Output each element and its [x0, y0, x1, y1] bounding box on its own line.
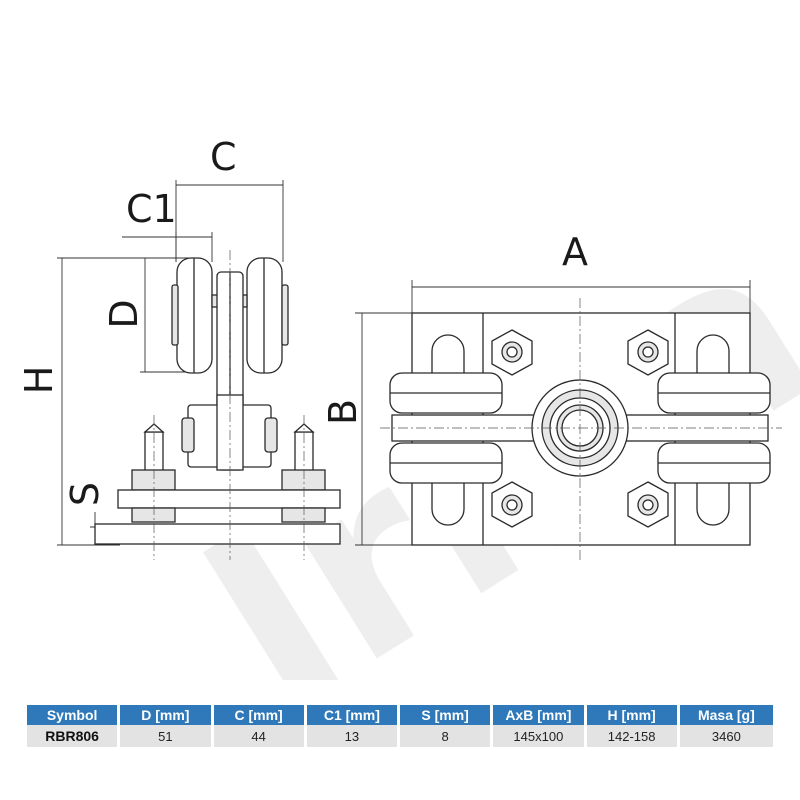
cell-h: 142-158: [586, 725, 680, 747]
dim-label-c1: C1: [126, 187, 177, 231]
dim-label-a: A: [562, 230, 588, 274]
cell-s: 8: [400, 725, 494, 747]
dim-label-h: H: [17, 366, 61, 395]
cell-c1: 13: [306, 725, 400, 747]
header-c1: C1 [mm]: [306, 705, 400, 725]
mounting-plate: [117, 489, 341, 509]
header-h: H [mm]: [586, 705, 680, 725]
cell-c: 44: [213, 725, 307, 747]
dim-label-s: S: [63, 482, 107, 506]
dim-label-c: C: [210, 135, 237, 179]
spec-table: Symbol D [mm] C [mm] C1 [mm] S [mm] AxB …: [27, 705, 773, 747]
cell-axb: 145x100: [493, 725, 587, 747]
technical-drawing: Irma C C1 D H S: [17, 135, 800, 680]
table-header-row: Symbol D [mm] C [mm] C1 [mm] S [mm] AxB …: [27, 705, 773, 725]
cell-symbol: RBR806: [27, 725, 121, 747]
cell-d: 51: [120, 725, 214, 747]
top-view: A B: [321, 230, 782, 560]
dim-label-d: D: [102, 299, 146, 328]
header-mass: Masa [g]: [679, 705, 773, 725]
side-view: C C1 D H S: [17, 135, 341, 560]
dim-label-b: B: [321, 399, 365, 425]
header-axb: AxB [mm]: [493, 705, 587, 725]
base-plate: [94, 523, 341, 545]
header-c: C [mm]: [213, 705, 307, 725]
cell-mass: 3460: [679, 725, 773, 747]
header-d: D [mm]: [120, 705, 214, 725]
header-symbol: Symbol: [27, 705, 121, 725]
header-s: S [mm]: [400, 705, 494, 725]
table-row: RBR806 51 44 13 8 145x100 142-158 3460: [27, 725, 773, 747]
